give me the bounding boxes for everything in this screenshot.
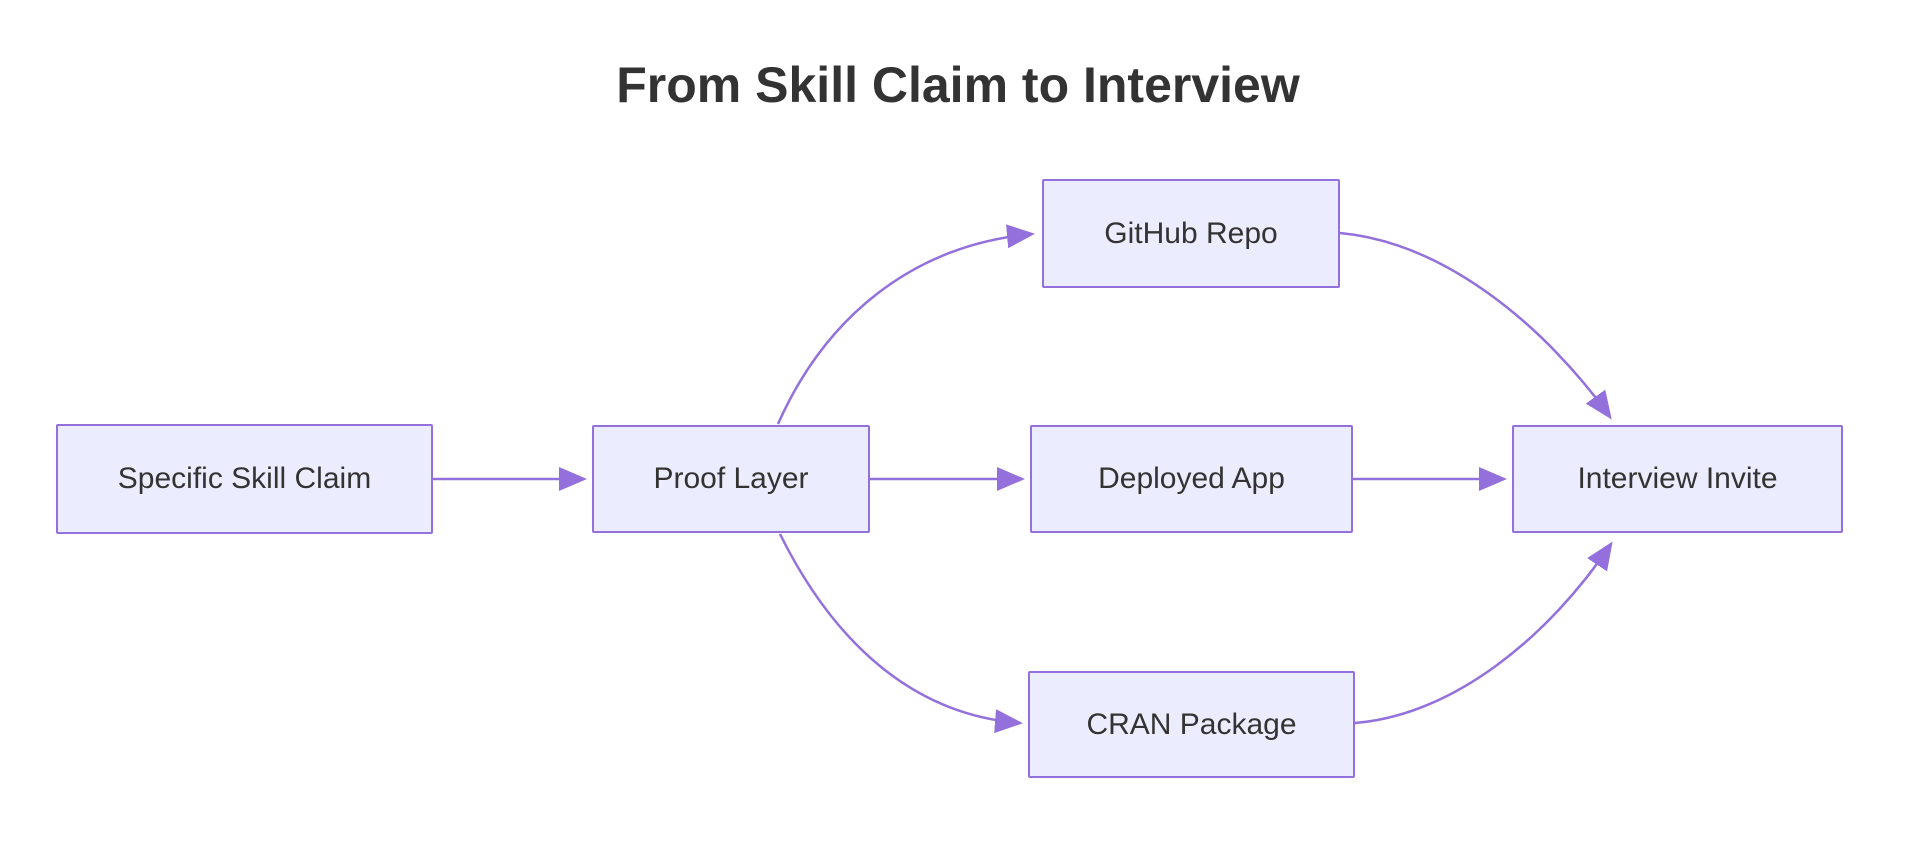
node-label: Proof Layer [653, 462, 809, 495]
node-cran-package: CRAN Package [1028, 671, 1355, 778]
node-interview-invite: Interview Invite [1512, 425, 1843, 533]
node-label: Deployed App [1098, 462, 1285, 495]
node-label: Specific Skill Claim [117, 462, 372, 495]
node-label: CRAN Package [1086, 707, 1297, 741]
node-specific-skill-claim: Specific Skill Claim [56, 424, 433, 534]
edge-E-F [1354, 541, 1613, 725]
node-proof-layer: Proof Layer [592, 425, 870, 533]
node-label: Interview Invite [1577, 462, 1778, 495]
edge-C-F [1339, 231, 1612, 420]
edge-B-C [776, 224, 1035, 425]
node-deployed-app: Deployed App [1030, 425, 1353, 533]
node-label: GitHub Repo [1104, 216, 1278, 250]
diagram-title: From Skill Claim to Interview [616, 57, 1300, 113]
node-github-repo: GitHub Repo [1042, 179, 1340, 288]
edge-B-E [778, 533, 1023, 734]
